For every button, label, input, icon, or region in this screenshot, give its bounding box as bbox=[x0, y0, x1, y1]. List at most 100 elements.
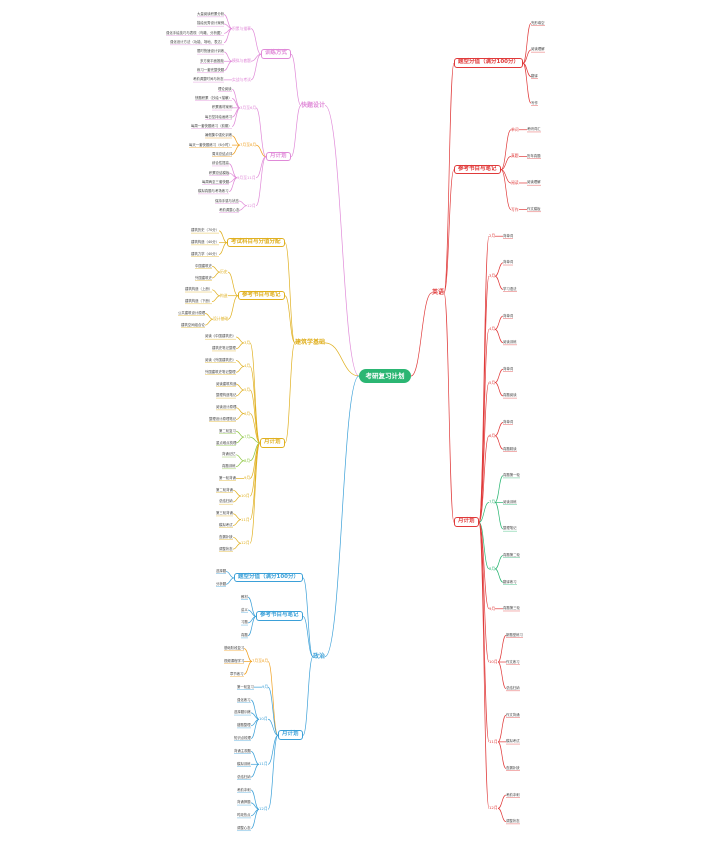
leaf-node[interactable]: 错题整理 bbox=[237, 723, 251, 728]
sub-node[interactable]: 7月至8月 bbox=[252, 658, 269, 664]
sub-node[interactable]: 模拟与套题 bbox=[232, 58, 251, 64]
group-node[interactable]: 训练方式 bbox=[261, 49, 292, 59]
sub-node[interactable]: 10月 bbox=[241, 493, 250, 499]
sub-node[interactable]: 6月 bbox=[489, 432, 496, 438]
leaf-node[interactable]: 背诵主观题 bbox=[234, 748, 251, 753]
leaf-node[interactable]: 多方案平面推敲 bbox=[200, 58, 224, 63]
branch-sub1[interactable]: 快题设计 bbox=[301, 101, 326, 109]
leaf-node[interactable]: 整理构造笔记 bbox=[216, 393, 237, 398]
group-node[interactable]: 参考书目与笔记 bbox=[454, 164, 501, 175]
leaf-node[interactable]: 视频课程学习 bbox=[224, 658, 245, 663]
sub-node[interactable]: 构造 bbox=[220, 292, 228, 298]
leaf-node[interactable]: 作文练习 bbox=[506, 659, 520, 664]
sub-node[interactable]: 9月 bbox=[489, 605, 496, 611]
sub-node[interactable]: 9月 bbox=[262, 684, 269, 690]
leaf-node[interactable]: 阅读理解 bbox=[527, 180, 541, 185]
leaf-node[interactable]: 学习语法 bbox=[503, 286, 517, 291]
leaf-node[interactable]: 建筑力学（40分） bbox=[191, 251, 220, 256]
leaf-node[interactable]: 理论阅读 bbox=[218, 86, 232, 91]
sub-node[interactable]: 10月 bbox=[259, 716, 268, 722]
sub-node[interactable]: 积累与描摹 bbox=[232, 25, 251, 31]
leaf-node[interactable]: 建筑构造（上册） bbox=[185, 287, 213, 292]
leaf-node[interactable]: 模拟真题与考场练习 bbox=[198, 189, 229, 194]
leaf-node[interactable]: 积累总结模板 bbox=[209, 170, 230, 175]
leaf-node[interactable]: 调整心态 bbox=[237, 826, 251, 831]
sub-node[interactable]: 4月 bbox=[244, 363, 251, 369]
leaf-node[interactable]: 建筑空间组合论 bbox=[181, 322, 205, 327]
leaf-node[interactable]: 阅读建筑构造 bbox=[216, 381, 237, 386]
leaf-node[interactable]: 背单词 bbox=[503, 313, 514, 318]
sub-node[interactable]: 12月 bbox=[241, 540, 250, 546]
leaf-node[interactable]: 阅读《外国建筑史》 bbox=[205, 358, 236, 363]
leaf-node[interactable]: 章节练习 bbox=[230, 671, 244, 676]
sub-node[interactable]: 写作 bbox=[511, 206, 519, 212]
sub-node[interactable]: 11月 bbox=[241, 516, 250, 522]
sub-node[interactable]: 10月 bbox=[489, 659, 498, 665]
leaf-node[interactable]: 完形填空 bbox=[531, 20, 545, 25]
leaf-node[interactable]: 综合性提高 bbox=[212, 161, 229, 166]
sub-node[interactable]: 12月 bbox=[247, 202, 256, 208]
leaf-node[interactable]: 真题阅读 bbox=[503, 393, 517, 398]
leaf-node[interactable]: 阅读设计原理 bbox=[216, 405, 237, 410]
leaf-node[interactable]: 背诵押题 bbox=[237, 800, 251, 805]
sub-node[interactable]: 12月 bbox=[489, 805, 498, 811]
sub-node[interactable]: 7月 bbox=[489, 499, 496, 505]
leaf-node[interactable]: 调整状态 bbox=[506, 819, 520, 824]
leaf-node[interactable]: 习题 bbox=[241, 620, 248, 625]
sub-node[interactable]: 3月 bbox=[489, 273, 496, 279]
leaf-node[interactable]: 真题训练 bbox=[222, 464, 236, 469]
branch-sub3[interactable]: 政治 bbox=[313, 652, 326, 660]
sub-node[interactable]: 设计基础 bbox=[213, 316, 229, 322]
root-node[interactable]: 考研复习计划 bbox=[359, 369, 411, 383]
leaf-node[interactable]: 练习一套完整快题 bbox=[197, 68, 225, 73]
leaf-node[interactable]: 翻译练习 bbox=[503, 579, 517, 584]
leaf-node[interactable]: 每周两至三套快题 bbox=[202, 179, 230, 184]
leaf-node[interactable]: 积累素材案例 bbox=[212, 105, 233, 110]
sub-node[interactable]: 12月 bbox=[259, 806, 268, 812]
leaf-node[interactable]: 暑假集中强化训练 bbox=[205, 133, 233, 138]
sub-node[interactable]: 5月 bbox=[489, 379, 496, 385]
sub-node[interactable]: 8月 bbox=[489, 565, 496, 571]
leaf-node[interactable]: 基础阶段复习 bbox=[224, 646, 245, 651]
leaf-node[interactable]: 快题积累（抄绘+描摹） bbox=[195, 96, 232, 101]
leaf-node[interactable]: 教材 bbox=[241, 594, 248, 599]
leaf-node[interactable]: 阅读训练 bbox=[503, 499, 517, 504]
leaf-node[interactable]: 查漏补缺 bbox=[506, 765, 520, 770]
leaf-node[interactable]: 写作 bbox=[531, 100, 538, 105]
leaf-node[interactable]: 整理设计原理笔记 bbox=[209, 416, 237, 421]
sub-node[interactable]: 6月 bbox=[244, 410, 251, 416]
group-node[interactable]: 月计划 bbox=[278, 730, 303, 740]
leaf-node[interactable]: 每日坚持绘画练习 bbox=[205, 114, 233, 119]
leaf-node[interactable]: 阅读理解 bbox=[531, 47, 545, 52]
leaf-node[interactable]: 第二轮复习 bbox=[219, 428, 236, 433]
leaf-node[interactable]: 总结归纳 bbox=[506, 686, 520, 691]
leaf-node[interactable]: 真题第二轮 bbox=[503, 553, 520, 558]
leaf-node[interactable]: 真题 bbox=[241, 633, 248, 638]
leaf-node[interactable]: 整理笔记 bbox=[503, 526, 517, 531]
leaf-node[interactable]: 背单词 bbox=[503, 420, 514, 424]
leaf-node[interactable]: 建筑构造（下册） bbox=[185, 299, 213, 304]
sub-node[interactable]: 阅读 bbox=[511, 179, 519, 185]
leaf-node[interactable]: 限时快速设计训练 bbox=[197, 49, 225, 54]
leaf-node[interactable]: 阅读《中国建筑史》 bbox=[205, 334, 236, 339]
leaf-node[interactable]: 考前冲刺 bbox=[237, 787, 251, 792]
leaf-node[interactable]: 建筑历史（70分） bbox=[191, 228, 220, 233]
sub-node[interactable]: 真题 bbox=[511, 153, 519, 159]
group-node[interactable]: 题型分值（满分100分） bbox=[234, 572, 303, 583]
leaf-node[interactable]: 第二轮背诵 bbox=[216, 487, 233, 492]
leaf-node[interactable]: 强化设计方法（功能、场地、表达） bbox=[170, 40, 225, 45]
sub-node[interactable]: 2月 bbox=[489, 233, 496, 239]
leaf-node[interactable]: 大量阅读积累分析 bbox=[197, 12, 225, 17]
leaf-node[interactable]: 知识点梳理 bbox=[234, 736, 251, 741]
sub-node[interactable]: 11月 bbox=[489, 738, 498, 744]
leaf-node[interactable]: 描绘优秀设计案例 bbox=[197, 21, 225, 26]
leaf-node[interactable]: 总结归纳 bbox=[219, 499, 233, 504]
branch-sub4[interactable]: 英语 bbox=[432, 288, 445, 296]
group-node[interactable]: 月计划 bbox=[260, 438, 285, 448]
sub-node[interactable]: 3月至6月 bbox=[240, 104, 257, 110]
leaf-node[interactable]: 真题第三轮 bbox=[503, 606, 520, 611]
leaf-node[interactable]: 考前冲刺 bbox=[506, 792, 520, 797]
sub-node[interactable]: 4月 bbox=[489, 326, 496, 332]
leaf-node[interactable]: 真题精读 bbox=[503, 446, 517, 451]
leaf-node[interactable]: 周末总结点评 bbox=[212, 151, 233, 156]
